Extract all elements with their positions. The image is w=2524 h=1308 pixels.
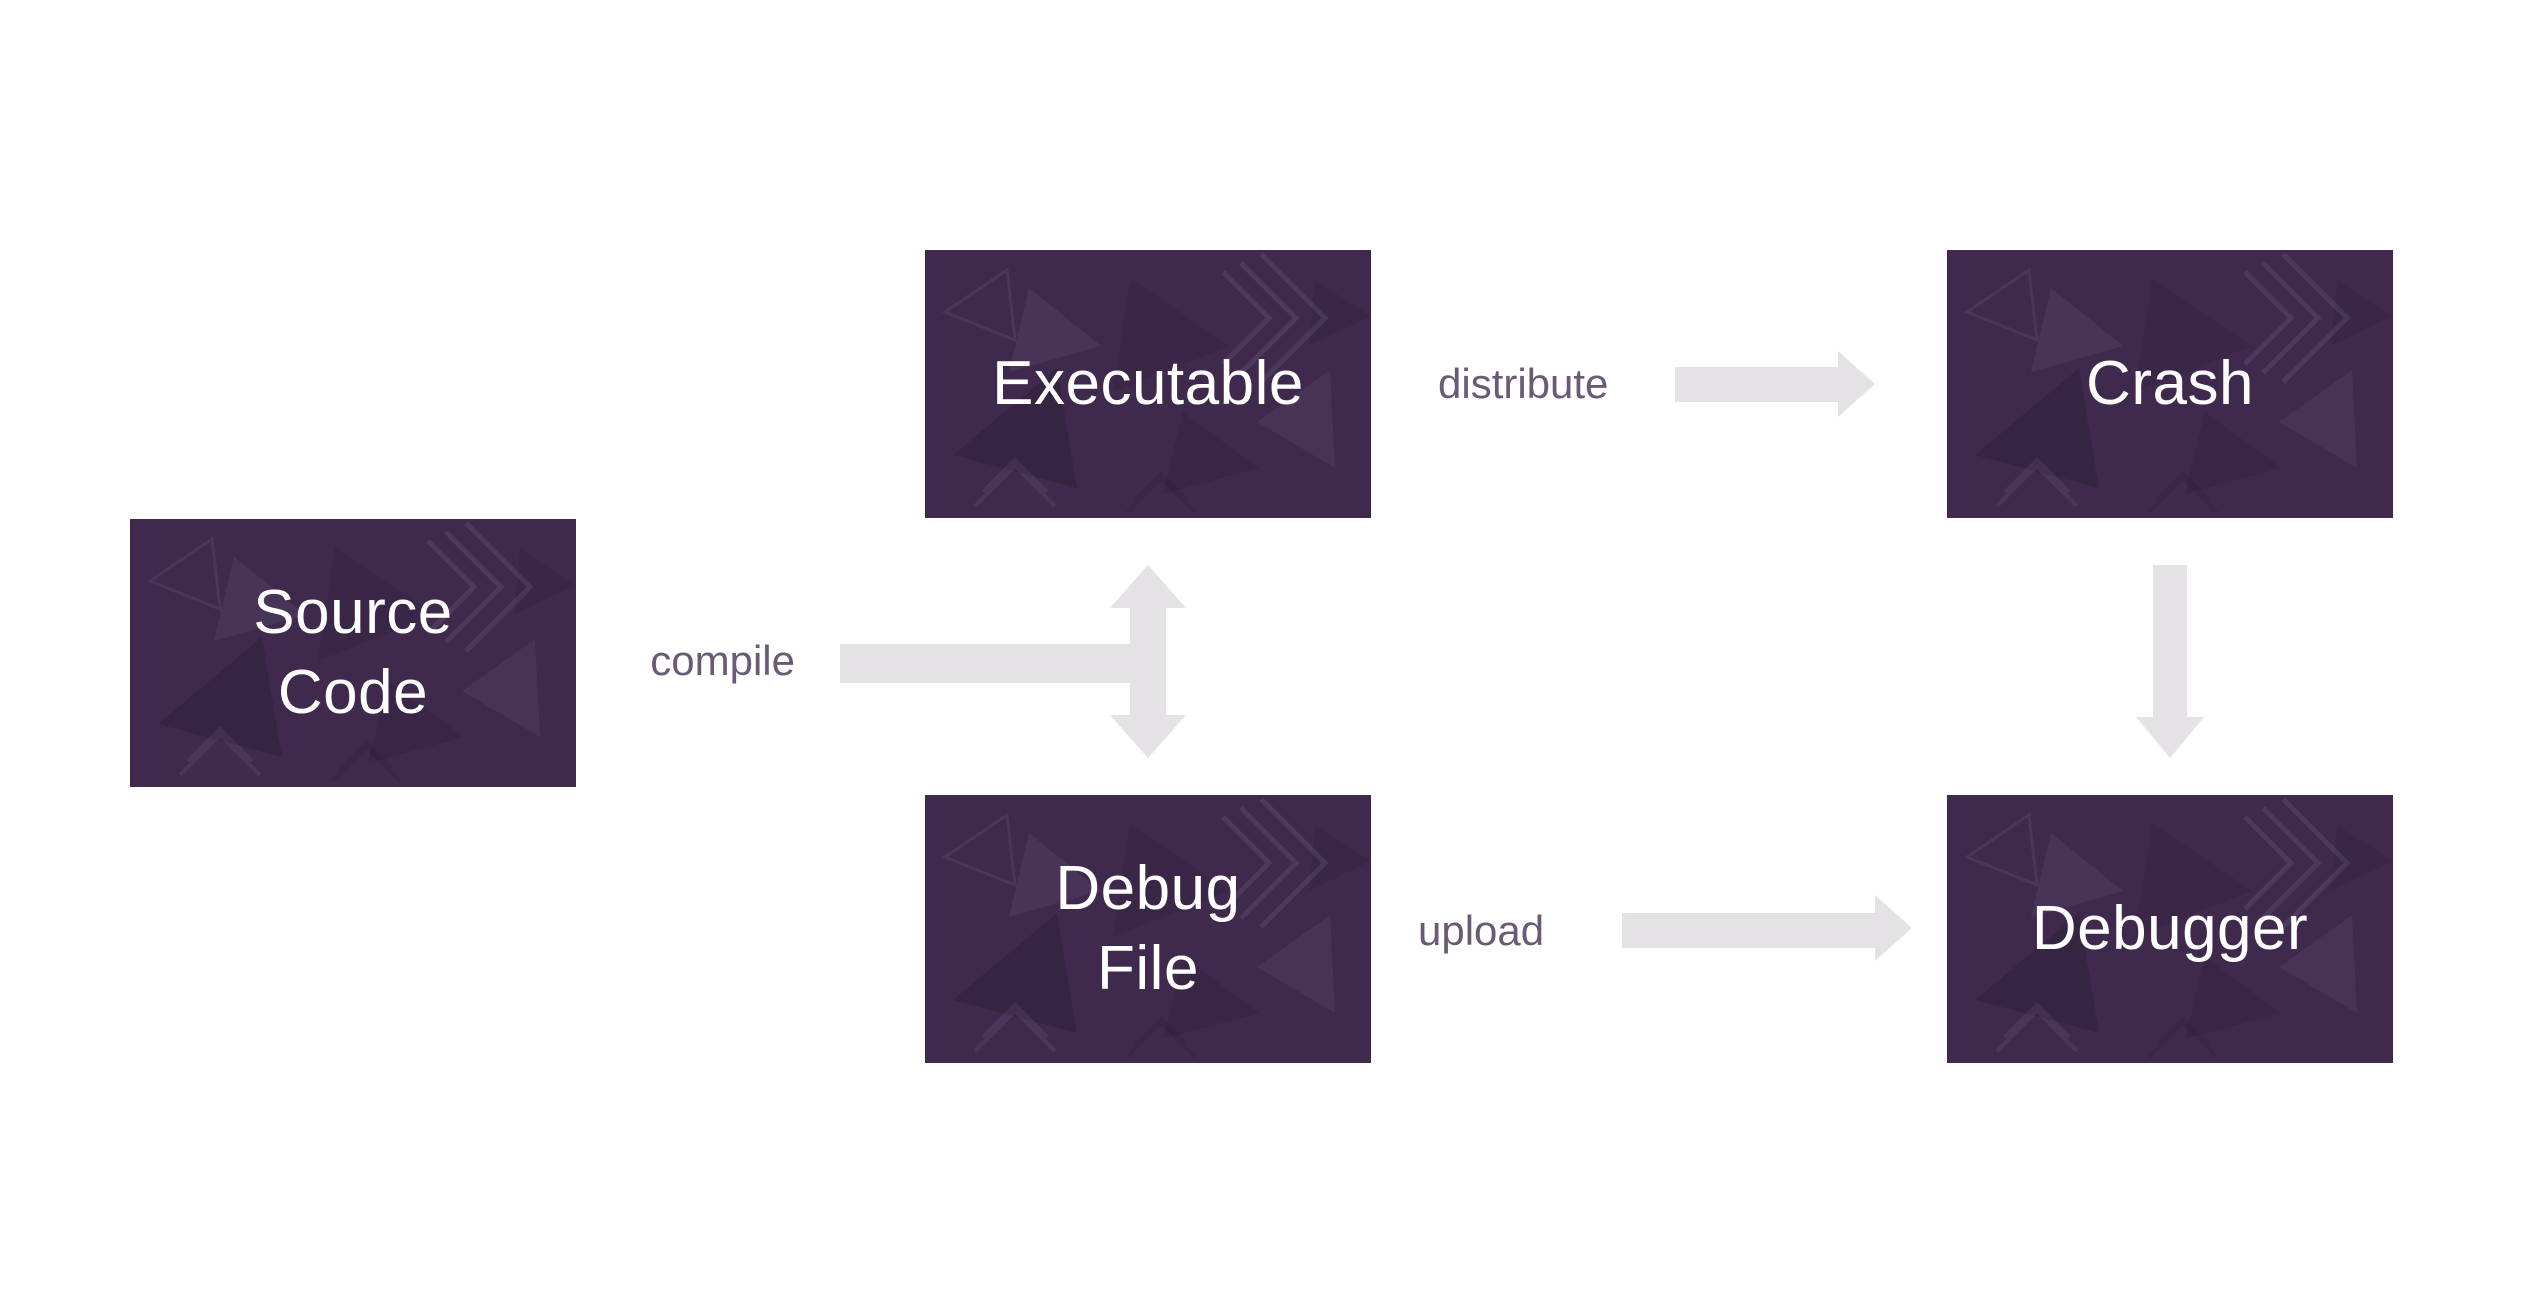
node-label-line: Crash — [2086, 349, 2254, 418]
node-debugger-label: Debugger — [2032, 889, 2308, 969]
node-executable: Executable — [925, 250, 1371, 518]
node-label-line: Executable — [992, 349, 1304, 418]
node-crash-label: Crash — [2086, 344, 2254, 424]
compile-connector-bar — [840, 644, 1150, 683]
upload-right-arrow-icon — [1622, 895, 1912, 961]
node-label-line: Debugger — [2031, 894, 2309, 963]
crash-to-debugger-down-arrow-icon — [2136, 565, 2204, 758]
node-executable-label: Executable — [992, 344, 1304, 424]
up-down-double-arrow-icon — [1110, 565, 1186, 758]
edge-label-upload: upload — [1418, 907, 1545, 954]
node-label-line: Debug — [1055, 854, 1241, 923]
node-label-line: File — [1097, 934, 1199, 1003]
distribute-right-arrow-icon — [1675, 351, 1875, 417]
edge-label-distribute: distribute — [1438, 360, 1609, 407]
node-source-code: Source Code — [130, 519, 576, 787]
node-source-code-label: Source Code — [253, 573, 452, 733]
node-label-line: Source — [253, 578, 453, 647]
node-debug-file: Debug File — [925, 795, 1371, 1063]
edge-label-compile: compile — [650, 637, 795, 684]
node-debugger: Debugger — [1947, 795, 2393, 1063]
node-debug-file-label: Debug File — [1055, 849, 1240, 1009]
node-label-line: Code — [277, 658, 429, 727]
node-crash: Crash — [1947, 250, 2393, 518]
